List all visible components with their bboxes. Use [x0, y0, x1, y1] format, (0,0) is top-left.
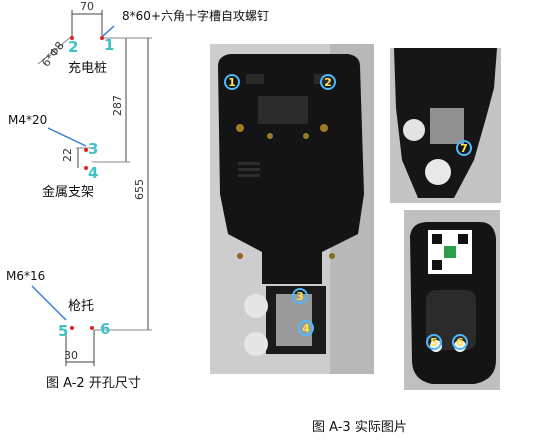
photo-badge-3: 3 [292, 288, 308, 304]
hole-number-4: 4 [88, 164, 99, 182]
caption-left: 图 A-2 开孔尺寸 [46, 376, 141, 391]
bracket-label: 金属支架 [42, 185, 95, 200]
photo-badge-1: 1 [224, 74, 240, 90]
dim-top: 70 [80, 0, 94, 13]
hole-number-1: 1 [104, 36, 115, 54]
dim-22: 22 [61, 148, 74, 162]
dim-287: 287 [111, 95, 124, 116]
caption-right: 图 A-3 实际图片 [312, 420, 407, 435]
dim-bottom: 30 [64, 349, 78, 362]
m4-label: M4*20 [8, 113, 48, 127]
photo-gun-holder: 5 6 [404, 210, 500, 390]
charger-label: 充电桩 [68, 61, 108, 76]
photo-charger-back: 1 2 3 4 [210, 44, 374, 374]
photo-bracket: 7 [390, 48, 501, 203]
photo-badge-2: 2 [320, 74, 336, 90]
mounting-drawing [31, 10, 152, 366]
photo-badge-4: 4 [298, 320, 314, 336]
dim-655: 655 [133, 179, 146, 200]
hole-number-5: 5 [58, 322, 69, 340]
m6-label: M6*16 [6, 269, 46, 283]
hole-number-2: 2 [68, 38, 79, 56]
hole-number-6: 6 [100, 320, 111, 338]
photo-badge-7: 7 [456, 140, 472, 156]
gun-holder-label: 枪托 [68, 299, 95, 314]
screw-label: 8*60+六角十字槽自攻螺钉 [122, 9, 269, 23]
photo-badge-5: 5 [426, 334, 442, 350]
photo-badge-6: 6 [452, 334, 468, 350]
hole-number-3: 3 [88, 140, 99, 158]
